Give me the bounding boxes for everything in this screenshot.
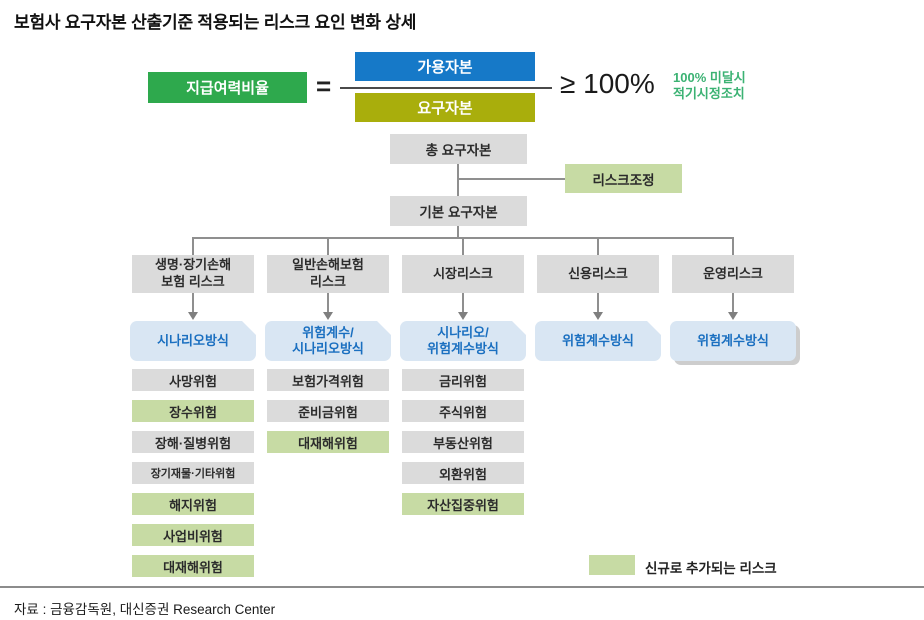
method-box: 시나리오방식 — [130, 321, 256, 361]
equals-sign: = — [316, 71, 332, 101]
risk-item: 장기재물·기타위험 — [132, 462, 254, 484]
risk-item: 해지위험 — [132, 493, 254, 515]
down-arrow-icon — [188, 293, 198, 321]
method-label: 위험계수방식 — [697, 332, 769, 348]
method-label-line1: 시나리오/ — [437, 324, 489, 340]
total-required-capital-node: 총 요구자본 — [390, 134, 527, 164]
branch-head: 생명·장기손해 보험 리스크 — [132, 255, 254, 293]
source-text: 자료 : 금융감독원, 대신증권 Research Center — [14, 602, 276, 617]
connector-total-to-basic — [457, 164, 459, 196]
connector-drop-3 — [462, 237, 464, 255]
branch-label-line1: 신용리스크 — [568, 265, 628, 281]
threshold-note: 100% 미달시 적기시정조치 — [673, 70, 746, 103]
connector-drop-2 — [327, 237, 329, 255]
risk-item-list: 사망위험 장수위험 장해·질병위험 장기재물·기타위험 해지위험 사업비위험 대… — [132, 369, 254, 586]
branch-column-operational: 운영리스크 위험계수방식 — [670, 255, 796, 361]
solvency-ratio-box: 지급여력비율 — [148, 72, 307, 103]
risk-item: 보험가격위험 — [267, 369, 389, 391]
risk-item: 대재해위험 — [132, 555, 254, 577]
branch-head: 신용리스크 — [537, 255, 659, 293]
connector-drop-1 — [192, 237, 194, 255]
branch-column-market: 시장리스크 시나리오/ 위험계수방식 금리위험 주식위험 부동산위험 외환위험 … — [402, 255, 524, 524]
risk-item: 외환위험 — [402, 462, 524, 484]
legend-new-risk-swatch — [589, 555, 635, 575]
branch-column-general-nonlife: 일반손해보험 리스크 위험계수/ 시나리오방식 보험가격위험 준비금위험 대재해… — [267, 255, 389, 462]
risk-item: 장해·질병위험 — [132, 431, 254, 453]
branch-head: 시장리스크 — [402, 255, 524, 293]
branch-label-line1: 생명·장기손해 — [154, 257, 232, 273]
risk-item: 금리위험 — [402, 369, 524, 391]
risk-item: 장수위험 — [132, 400, 254, 422]
risk-item-list: 금리위험 주식위험 부동산위험 외환위험 자산집중위험 — [402, 369, 524, 524]
figure-title: 보험사 요구자본 산출기준 적용되는 리스크 요인 변화 상세 — [14, 13, 417, 32]
down-arrow-icon — [728, 293, 738, 321]
branch-label-line1: 일반손해보험 — [292, 257, 364, 273]
branch-head: 일반손해보험 리스크 — [267, 255, 389, 293]
risk-item: 대재해위험 — [267, 431, 389, 453]
footer-divider — [0, 586, 924, 588]
method-box: 위험계수방식 — [535, 321, 661, 361]
method-box: 위험계수방식 — [670, 321, 796, 361]
method-label-line2: 시나리오방식 — [292, 341, 364, 356]
risk-adjustment-node: 리스크조정 — [565, 164, 682, 193]
method-label: 시나리오방식 — [157, 332, 229, 348]
threshold-note-line1: 100% 미달시 — [673, 70, 746, 85]
branch-column-life-longterm: 생명·장기손해 보험 리스크 시나리오방식 사망위험 장수위험 장해·질병위험 … — [132, 255, 254, 586]
risk-item: 사업비위험 — [132, 524, 254, 546]
risk-item-list: 보험가격위험 준비금위험 대재해위험 — [267, 369, 389, 462]
branch-label-line2: 보험 리스크 — [161, 274, 225, 289]
method-label-line1: 위험계수/ — [302, 324, 354, 340]
method-label-line2: 위험계수방식 — [427, 341, 499, 356]
risk-item: 주식위험 — [402, 400, 524, 422]
risk-item: 사망위험 — [132, 369, 254, 391]
down-arrow-icon — [458, 293, 468, 321]
connector-drop-5 — [732, 237, 734, 255]
threshold-note-line2: 적기시정조치 — [673, 86, 745, 102]
connector-drop-4 — [597, 237, 599, 255]
branch-label-line1: 운영리스크 — [703, 265, 763, 281]
risk-item: 자산집중위험 — [402, 493, 524, 515]
down-arrow-icon — [323, 293, 333, 321]
method-label: 위험계수방식 — [562, 332, 634, 348]
method-box: 시나리오/ 위험계수방식 — [400, 321, 526, 361]
connector-basic-stem — [457, 226, 459, 237]
required-capital-box: 요구자본 — [355, 93, 535, 122]
branch-label-line1: 시장리스크 — [433, 265, 493, 281]
risk-item: 준비금위험 — [267, 400, 389, 422]
threshold-text: ≥ 100% — [560, 68, 655, 99]
risk-item: 부동산위험 — [402, 431, 524, 453]
connector-to-risk-adjustment — [458, 178, 565, 180]
method-box: 위험계수/ 시나리오방식 — [265, 321, 391, 361]
basic-required-capital-node: 기본 요구자본 — [390, 196, 527, 226]
branch-column-credit: 신용리스크 위험계수방식 — [537, 255, 659, 361]
available-capital-box: 가용자본 — [355, 52, 535, 81]
down-arrow-icon — [593, 293, 603, 321]
branch-head: 운영리스크 — [672, 255, 794, 293]
fraction-line — [340, 87, 552, 89]
legend-label: 신규로 추가되는 리스크 — [645, 561, 777, 576]
branch-label-line2: 리스크 — [310, 274, 346, 289]
